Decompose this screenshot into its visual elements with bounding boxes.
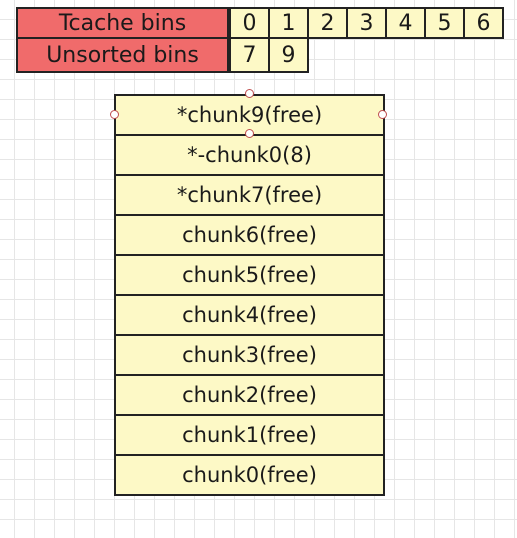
tcache-bins-label[interactable]: Tcache bins: [16, 7, 229, 39]
tcache-bin-0[interactable]: 0: [229, 7, 270, 39]
chunk-box-chunk5[interactable]: chunk5(free): [114, 254, 385, 296]
unsorted-bin-7[interactable]: 7: [229, 37, 270, 73]
chunk-box-chunk6[interactable]: chunk6(free): [114, 214, 385, 256]
chunk-box-chunk0-ref[interactable]: *-chunk0(8): [114, 134, 385, 176]
selection-handle-left[interactable]: [110, 110, 119, 119]
chunk-box-chunk0[interactable]: chunk0(free): [114, 454, 385, 496]
tcache-bin-5[interactable]: 5: [424, 7, 465, 39]
selection-handle-bottom[interactable]: [245, 129, 254, 138]
selection-handle-top[interactable]: [245, 89, 254, 98]
tcache-bin-6[interactable]: 6: [463, 7, 504, 39]
chunk-box-chunk7[interactable]: *chunk7(free): [114, 174, 385, 216]
tcache-bin-1[interactable]: 1: [268, 7, 309, 39]
tcache-bin-4[interactable]: 4: [385, 7, 426, 39]
chunk-box-chunk3[interactable]: chunk3(free): [114, 334, 385, 376]
chunk-box-chunk4[interactable]: chunk4(free): [114, 294, 385, 336]
tcache-bin-3[interactable]: 3: [346, 7, 387, 39]
chunk-box-chunk1[interactable]: chunk1(free): [114, 414, 385, 456]
chunk-box-chunk2[interactable]: chunk2(free): [114, 374, 385, 416]
unsorted-bins-label[interactable]: Unsorted bins: [16, 37, 229, 73]
unsorted-bin-9[interactable]: 9: [268, 37, 309, 73]
selection-handle-right[interactable]: [378, 110, 387, 119]
tcache-bin-2[interactable]: 2: [307, 7, 348, 39]
